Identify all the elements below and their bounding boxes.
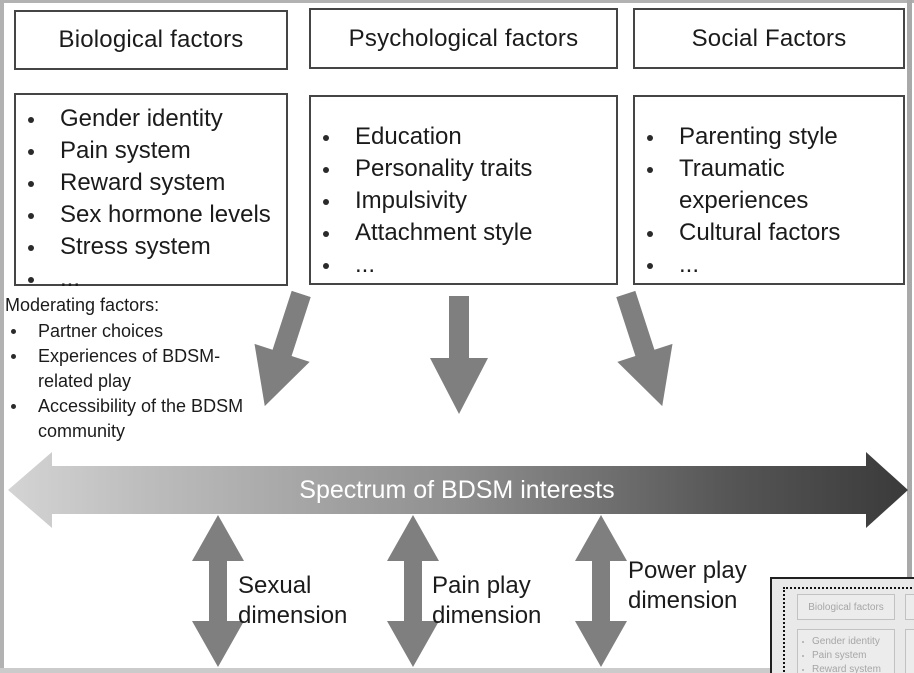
frame-top bbox=[0, 0, 914, 3]
frame-left bbox=[0, 0, 4, 673]
list-box-biological: Gender identity Pain system Reward syste… bbox=[14, 93, 288, 292]
list-item: Reward system bbox=[26, 167, 280, 199]
spectrum-arrow bbox=[8, 452, 908, 528]
bullet-icon bbox=[11, 329, 16, 334]
list-item: Pain system bbox=[801, 649, 892, 663]
bullet-icon bbox=[647, 167, 653, 173]
title-box-psychological: Psychological factors bbox=[309, 8, 618, 69]
list-item: Gender identity bbox=[26, 103, 280, 135]
list-item: Traumatic experiences bbox=[645, 153, 897, 217]
list-item: Reward system bbox=[801, 663, 892, 673]
down-arrow-biological-icon bbox=[254, 290, 311, 407]
list-item: Accessibility of the BDSM community bbox=[5, 394, 267, 444]
list-item: Personality traits bbox=[321, 153, 610, 185]
bullet-icon bbox=[11, 354, 16, 359]
frame-bottom bbox=[0, 668, 914, 673]
bullet-icon bbox=[28, 181, 34, 187]
title-box-social: Social Factors bbox=[633, 8, 905, 69]
bullet-icon bbox=[647, 231, 653, 237]
selection-dotted-border bbox=[783, 587, 914, 673]
bullet-icon bbox=[323, 263, 329, 269]
vertical-arrow-sexual-icon bbox=[192, 515, 244, 667]
list-item: Education bbox=[321, 121, 610, 153]
dimension-label-pain: Pain play dimension bbox=[432, 572, 542, 629]
dimension-label-sexual: Sexual dimension bbox=[238, 572, 348, 629]
mini-list-box-biological: Gender identity Pain system Reward syste… bbox=[797, 629, 895, 673]
list-item: Attachment style bbox=[321, 217, 610, 249]
bullet-icon bbox=[323, 167, 329, 173]
thumbnail-preview-panel[interactable]: Biological factors Gender identity Pain … bbox=[770, 577, 914, 673]
bullet-icon bbox=[323, 135, 329, 141]
moderating-factors-block: Moderating factors: Partner choices Expe… bbox=[5, 293, 267, 444]
dimension-label-power: Power play dimension bbox=[628, 557, 747, 614]
bullet-icon bbox=[647, 135, 653, 141]
moderating-title: Moderating factors: bbox=[5, 295, 160, 315]
vertical-arrow-pain-icon bbox=[387, 515, 439, 667]
list-item: Cultural factors bbox=[645, 217, 897, 249]
bullet-icon bbox=[28, 277, 34, 283]
list-box-psychological: Education Personality traits Impulsivity… bbox=[309, 95, 618, 285]
bullet-icon bbox=[28, 149, 34, 155]
mini-title-box-biological: Biological factors bbox=[797, 594, 895, 620]
bullet-icon bbox=[28, 245, 34, 251]
list-item: Partner choices bbox=[5, 319, 267, 344]
bullet-icon bbox=[802, 655, 804, 657]
down-arrow-social-icon bbox=[616, 290, 673, 407]
list-item: ... bbox=[26, 263, 280, 295]
frame-right bbox=[907, 0, 912, 673]
bullet-icon bbox=[647, 263, 653, 269]
list-item: Sex hormone levels bbox=[26, 199, 280, 231]
title-biological: Biological factors bbox=[58, 26, 244, 53]
title-box-biological: Biological factors bbox=[14, 10, 288, 70]
list-item: ... bbox=[645, 249, 897, 281]
down-arrow-psychological-icon bbox=[430, 296, 488, 414]
list-item: Parenting style bbox=[645, 121, 897, 153]
list-item: Stress system bbox=[26, 231, 280, 263]
mini-title-box-cropped bbox=[905, 594, 914, 620]
bullet-icon bbox=[28, 117, 34, 123]
vertical-arrow-power-icon bbox=[575, 515, 627, 667]
mini-list-box-cropped bbox=[905, 629, 914, 673]
bullet-icon bbox=[28, 213, 34, 219]
title-social: Social Factors bbox=[691, 24, 847, 52]
bullet-icon bbox=[802, 641, 804, 643]
bullet-icon bbox=[323, 231, 329, 237]
list-item: ... bbox=[321, 249, 610, 281]
title-psychological: Psychological factors bbox=[348, 24, 579, 52]
bullet-icon bbox=[11, 404, 16, 409]
mini-title-biological: Biological factors bbox=[808, 601, 884, 613]
list-box-social: Parenting style Traumatic experiences Cu… bbox=[633, 95, 905, 285]
spectrum-label: Spectrum of BDSM interests bbox=[299, 476, 615, 504]
list-item: Pain system bbox=[26, 135, 280, 167]
bullet-icon bbox=[802, 669, 804, 671]
list-item: Impulsivity bbox=[321, 185, 610, 217]
bullet-icon bbox=[323, 199, 329, 205]
list-item: Experiences of BDSM-related play bbox=[5, 344, 267, 394]
list-item: Gender identity bbox=[801, 635, 892, 649]
